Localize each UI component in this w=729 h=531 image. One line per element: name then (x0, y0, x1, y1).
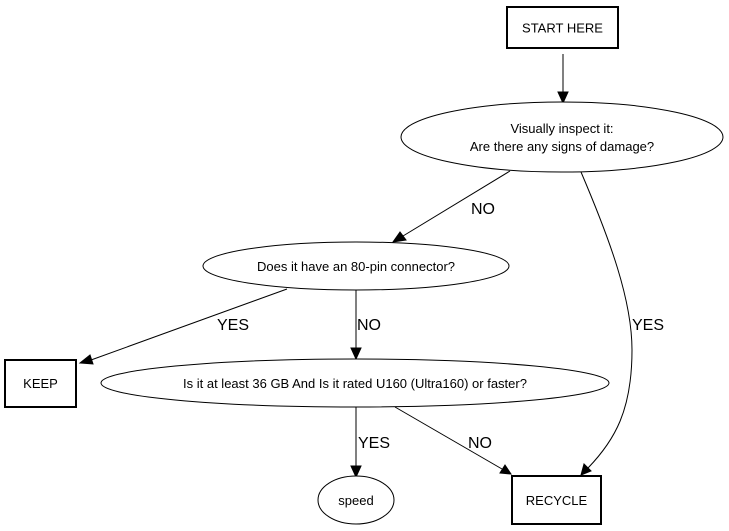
edge-inspect-to-connector: NO (391, 170, 511, 243)
edge-connector-to-capacity: NO (350, 290, 381, 361)
edge-label-no: NO (468, 435, 492, 452)
edge-label-yes: YES (358, 435, 390, 452)
edge-start-to-inspect (557, 54, 569, 105)
node-start-label: START HERE (522, 21, 603, 36)
edge-label-yes: YES (217, 317, 249, 334)
node-keep: KEEP (4, 359, 77, 408)
edge-label-yes: YES (632, 317, 664, 334)
node-recycle-label: RECYCLE (526, 493, 588, 508)
node-connector-label: Does it have an 80-pin connector? (257, 259, 455, 274)
node-connector-question: Does it have an 80-pin connector? (202, 241, 510, 291)
node-recycle: RECYCLE (511, 475, 602, 525)
edge-label-no: NO (357, 317, 381, 334)
node-speed: speed (317, 475, 395, 525)
edge-capacity-to-recycle: NO (394, 406, 512, 475)
node-inspect-line2: Are there any signs of damage? (470, 139, 654, 154)
node-visual-inspection: Visually inspect it: Are there any signs… (400, 101, 724, 173)
node-capacity-question: Is it at least 36 GB And Is it rated U16… (100, 358, 610, 408)
node-inspect-line1: Visually inspect it: (510, 121, 613, 136)
edge-capacity-to-speed: YES (350, 407, 390, 479)
node-keep-label: KEEP (23, 376, 58, 391)
edge-label-no: NO (471, 201, 495, 218)
edge-inspect-to-recycle: YES (580, 171, 664, 476)
node-capacity-label: Is it at least 36 GB And Is it rated U16… (183, 376, 527, 391)
node-start-here: START HERE (506, 6, 619, 49)
node-speed-label: speed (338, 493, 373, 508)
edge-connector-to-keep: YES (78, 288, 288, 365)
